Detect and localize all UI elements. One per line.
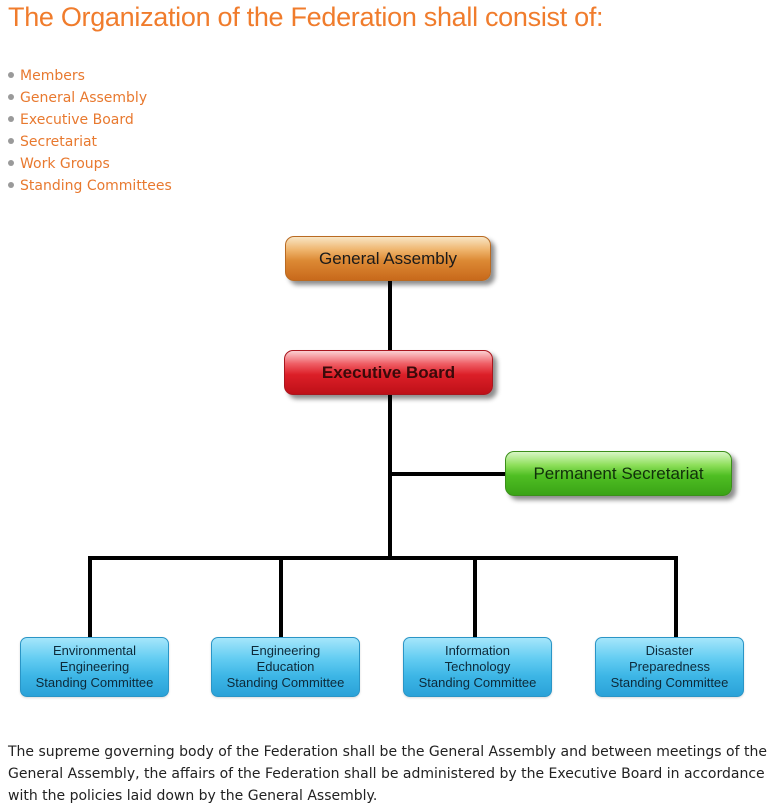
general-assembly-box: General Assembly [285, 236, 491, 281]
executive-board-label: Executive Board [321, 362, 456, 382]
description-paragraph: The supreme governing body of the Federa… [8, 744, 767, 804]
link-executive-board[interactable]: Executive Board [20, 112, 134, 128]
committee-line: Engineering [59, 659, 130, 674]
bullet-icon [8, 182, 14, 188]
bullet-icon [8, 160, 14, 166]
bullet-icon [8, 138, 14, 144]
committee-line: Engineering [250, 643, 321, 658]
committee-line: Disaster [645, 643, 694, 658]
list-item: General Assembly [8, 87, 172, 109]
committee-line: Environmental [52, 643, 137, 658]
connector-committee-1 [88, 556, 92, 638]
committee-box-information-technology: Information Technology Standing Committe… [403, 637, 552, 697]
general-assembly-label: General Assembly [319, 248, 457, 268]
permanent-secretariat-label: Permanent Secretariat [533, 463, 704, 483]
link-work-groups[interactable]: Work Groups [20, 156, 110, 172]
list-item: Work Groups [8, 153, 172, 175]
link-secretariat[interactable]: Secretariat [20, 134, 98, 150]
committee-line: Standing Committee [418, 675, 537, 690]
list-item: Secretariat [8, 131, 172, 153]
committee-box-education: Engineering Education Standing Committee [211, 637, 360, 697]
bullet-icon [8, 72, 14, 78]
committee-line: Standing Committee [610, 675, 729, 690]
connector-ga-eb [388, 281, 392, 351]
committee-line: Information [444, 643, 511, 658]
committee-line: Preparedness [629, 659, 710, 674]
committee-line: Standing Committee [226, 675, 345, 690]
link-general-assembly[interactable]: General Assembly [20, 90, 148, 106]
connector-trunk [388, 395, 392, 560]
link-standing-committees[interactable]: Standing Committees [20, 178, 172, 194]
organization-list: Members General Assembly Executive Board… [8, 65, 172, 197]
bullet-icon [8, 94, 14, 100]
committee-line: Standing Committee [35, 675, 154, 690]
connector-secretariat [390, 472, 506, 476]
committee-line: Technology [444, 659, 511, 674]
bullet-icon [8, 116, 14, 122]
list-item: Standing Committees [8, 175, 172, 197]
committee-box-environmental: Environmental Engineering Standing Commi… [20, 637, 169, 697]
connector-horizontal [88, 556, 678, 560]
connector-committee-2 [279, 556, 283, 638]
committee-line: Education [256, 659, 315, 674]
permanent-secretariat-box: Permanent Secretariat [505, 451, 732, 496]
list-item: Members [8, 65, 172, 87]
connector-committee-4 [674, 556, 678, 638]
link-members[interactable]: Members [20, 68, 85, 84]
executive-board-box: Executive Board [284, 350, 493, 395]
committee-box-disaster-preparedness: Disaster Preparedness Standing Committee [595, 637, 744, 697]
page-title: The Organization of the Federation shall… [8, 2, 604, 32]
connector-committee-3 [473, 556, 477, 638]
list-item: Executive Board [8, 109, 172, 131]
